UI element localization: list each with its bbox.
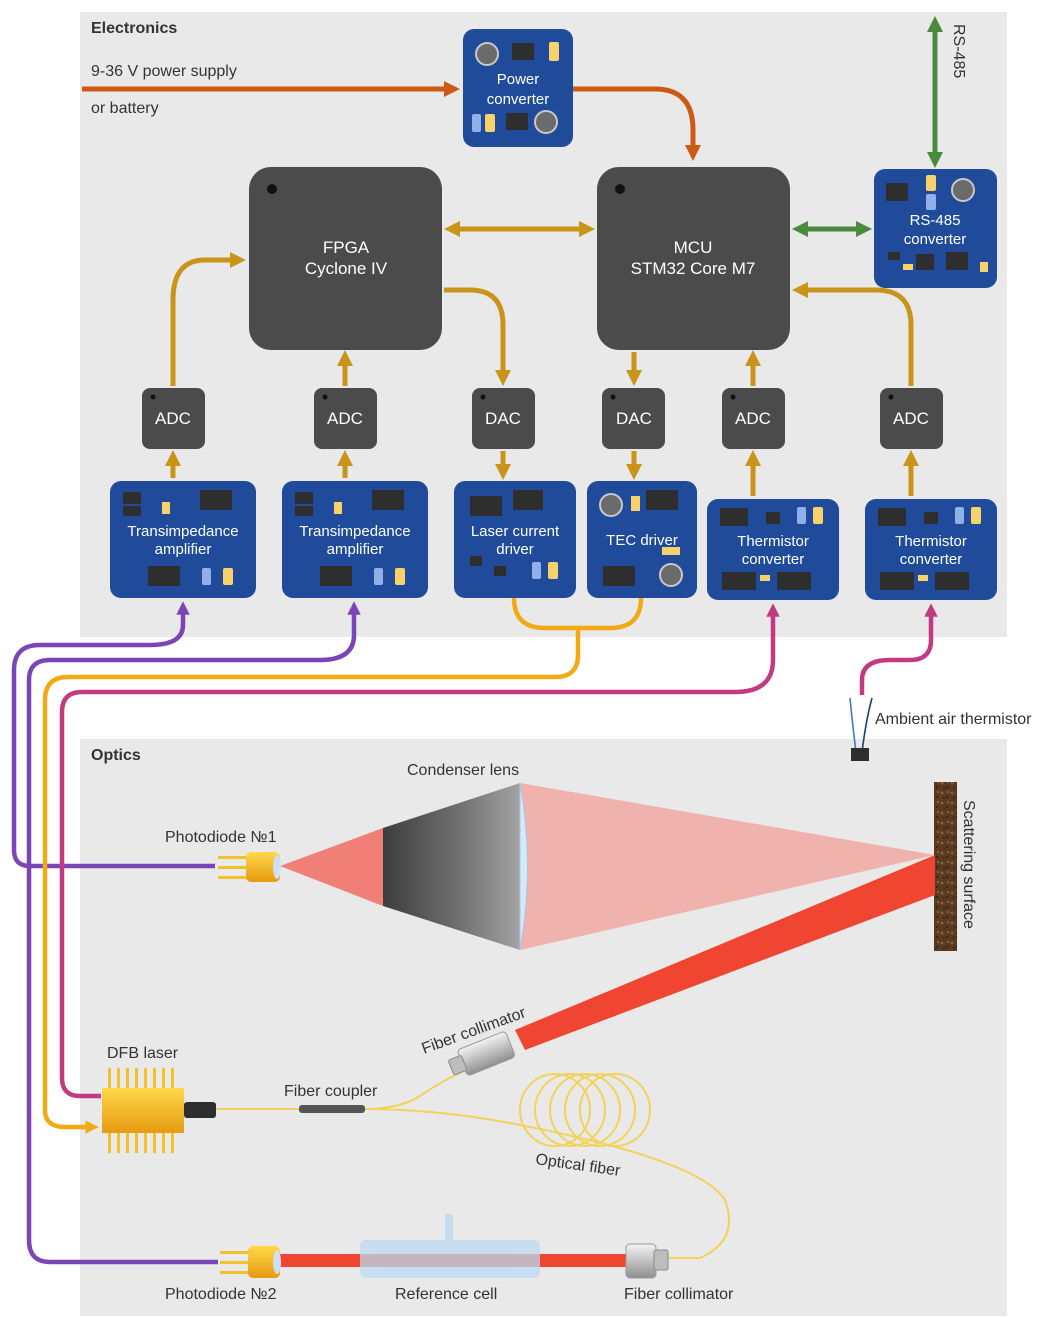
fiber-coupler-label: Fiber coupler <box>284 1083 378 1100</box>
battery-label: or battery <box>91 100 159 117</box>
scattering-surface-label: Scattering surface <box>960 800 977 929</box>
condenser-lens <box>383 782 528 951</box>
power-converter-label-1: Power <box>497 71 540 88</box>
dac-1-label: DAC <box>485 409 521 428</box>
photodiode-1 <box>218 852 281 882</box>
optics-title: Optics <box>91 747 141 764</box>
fpga-label-2: Cyclone IV <box>305 259 388 278</box>
scattered-light-cone <box>520 783 935 950</box>
fpga-chip: FPGA Cyclone IV <box>249 167 442 350</box>
photodiode-2 <box>220 1246 281 1278</box>
optical-fiber <box>215 1071 730 1259</box>
ambient-thermistor-cable <box>859 603 938 695</box>
dfb-laser-label: DFB laser <box>107 1045 179 1062</box>
tia-1-label-2: amplifier <box>155 541 212 558</box>
adc-4-label: ADC <box>893 409 929 428</box>
laser-thermistor-cable <box>59 603 780 1099</box>
mcu-label-1: MCU <box>674 238 713 257</box>
tia-2-label-1: Transimpedance <box>299 523 410 540</box>
rs485-converter-board: RS-485 converter <box>874 169 997 288</box>
scattering-surface <box>934 782 957 951</box>
thermistor-1-label-1: Thermistor <box>737 533 809 550</box>
laser-power-cable <box>42 628 581 1134</box>
thermistor-2-label-1: Thermistor <box>895 533 967 550</box>
fiber-coupler <box>299 1105 365 1113</box>
adc4-to-mcu-arrow <box>791 281 914 386</box>
laser-driver-label-2: driver <box>496 541 534 558</box>
adc1-to-fpga-arrow <box>170 251 247 386</box>
power-converter-label-2: converter <box>487 91 550 108</box>
thermistor-board-2: Thermistor converter <box>865 499 997 600</box>
adc-1-label: ADC <box>155 409 191 428</box>
condenser-lens-label: Condenser lens <box>407 762 519 779</box>
photodiode-1-label: Photodiode №1 <box>165 829 277 846</box>
adc-2: ADC <box>314 388 377 449</box>
fiber-collimator-bottom <box>625 1243 669 1279</box>
adc-1: ADC <box>142 388 205 449</box>
power-supply-label: 9-36 V power supply <box>91 63 237 80</box>
adc-4: ADC <box>880 388 943 449</box>
ambient-thermistor <box>849 697 873 761</box>
probe-laser-beam <box>515 855 935 1050</box>
tia-1-label-1: Transimpedance <box>127 523 238 540</box>
laser-driver-label-1: Laser current <box>471 523 560 540</box>
adc-3: ADC <box>722 388 785 449</box>
rs485-converter-label-1: RS-485 <box>910 212 961 229</box>
mcu-chip: MCU STM32 Core M7 <box>597 167 790 350</box>
power-to-mcu-arrow <box>572 86 702 162</box>
dac-2-label: DAC <box>616 409 652 428</box>
tec-driver-label: TEC driver <box>606 532 678 549</box>
tia-2-label-2: amplifier <box>327 541 384 558</box>
dfb-laser <box>102 1068 216 1153</box>
fpga-to-dac1-arrow <box>444 287 512 387</box>
rs485-label: RS-485 <box>950 24 967 78</box>
thermistor-board-1: Thermistor converter <box>707 499 839 600</box>
power-converter-board: Power converter <box>463 29 573 147</box>
tia-board-1: Transimpedance amplifier <box>110 481 256 598</box>
dac-1: DAC <box>472 388 535 449</box>
reference-cell <box>360 1214 540 1278</box>
fiber-collimator-top <box>448 1031 515 1076</box>
dac-2: DAC <box>602 388 665 449</box>
tia-board-2: Transimpedance amplifier <box>282 481 428 598</box>
photodiode2-cable <box>26 601 361 1265</box>
electronics-title: Electronics <box>91 20 177 37</box>
focused-light-cone <box>280 828 383 906</box>
mcu-label-2: STM32 Core M7 <box>631 259 756 278</box>
tec-driver-board: TEC driver <box>587 481 697 598</box>
reference-cell-label: Reference cell <box>395 1286 497 1303</box>
adc-2-label: ADC <box>327 409 363 428</box>
laser-driver-board: Laser current driver <box>454 481 576 598</box>
fiber-collimator-bottom-label: Fiber collimator <box>624 1286 734 1303</box>
rs485-converter-label-2: converter <box>904 231 967 248</box>
ambient-thermistor-label: Ambient air thermistor <box>875 711 1032 728</box>
photodiode1-cable <box>11 601 215 869</box>
photodiode-2-label: Photodiode №2 <box>165 1286 277 1303</box>
fpga-label-1: FPGA <box>323 238 370 257</box>
adc-3-label: ADC <box>735 409 771 428</box>
thermistor-2-label-2: converter <box>900 551 963 568</box>
thermistor-1-label-2: converter <box>742 551 805 568</box>
